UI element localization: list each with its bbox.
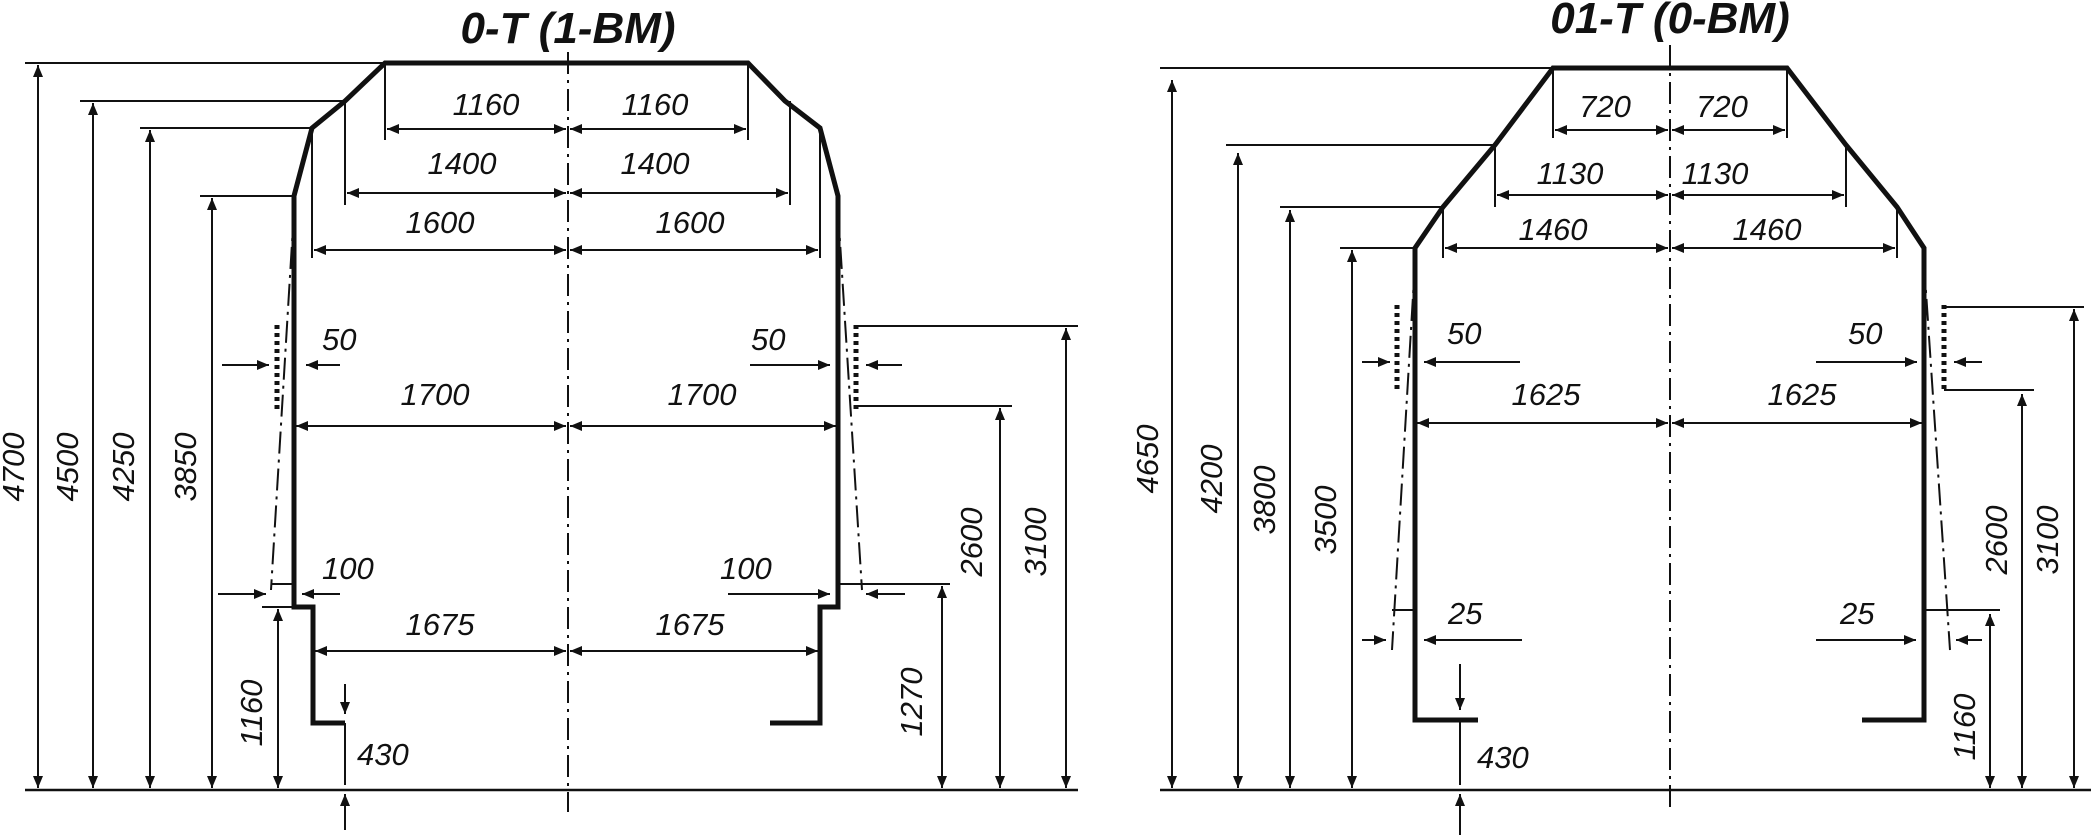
width-label: 1600: [656, 205, 725, 240]
depth-label: 430: [1477, 740, 1529, 775]
width-label: 1130: [1682, 156, 1749, 191]
diagram-title: 01-T (0-BM): [1550, 0, 1790, 43]
height-label: 3850: [168, 433, 203, 502]
envelope-line-left: [270, 209, 295, 591]
depth-dimension: 430: [340, 684, 409, 830]
gauge-outline: [1412, 65, 1927, 723]
width-label: 1400: [428, 146, 497, 181]
height-label: 4250: [106, 433, 141, 502]
offset-label: 25: [1447, 596, 1483, 631]
height-label: 2600: [954, 508, 989, 578]
offset-dimensions: 50 50 100 100: [218, 322, 905, 599]
height-label: 2600: [1979, 506, 2014, 576]
width-label: 1625: [1512, 377, 1582, 412]
width-label: 1160: [453, 87, 520, 122]
offset-label: 100: [720, 551, 772, 586]
offset-label: 50: [1447, 316, 1481, 351]
depth-dimension: 430: [1455, 664, 1529, 835]
width-label: 1130: [1537, 156, 1604, 191]
diagram-0-t: 0-T (1-BM) 1160 1160 1400: [0, 4, 1078, 830]
width-label: 1460: [1733, 212, 1802, 247]
offset-label: 25: [1839, 596, 1875, 631]
width-label: 1700: [401, 377, 470, 412]
height-label: 4200: [1194, 445, 1229, 514]
height-label: 3100: [2030, 506, 2065, 575]
diagram-title: 0-T (1-BM): [460, 4, 675, 53]
envelope-line-right: [837, 209, 863, 591]
width-label: 720: [1696, 89, 1748, 124]
width-dimensions: 1160 1160 1400 1400 1600 1600 1700 1700 …: [296, 87, 836, 656]
width-label: 1400: [621, 146, 690, 181]
envelope-line-right: [1923, 261, 1951, 651]
envelope-line-left: [1391, 261, 1416, 651]
width-label: 1675: [656, 607, 726, 642]
width-label: 1700: [668, 377, 737, 412]
height-label: 3800: [1247, 466, 1282, 535]
offset-label: 50: [1848, 316, 1882, 351]
height-label: 4700: [0, 433, 31, 502]
width-label: 720: [1579, 89, 1631, 124]
height-label: 1270: [894, 668, 929, 737]
width-label: 1160: [622, 87, 689, 122]
gauge-outline: [291, 60, 841, 726]
height-label: 3500: [1308, 486, 1343, 555]
height-dimensions-left: 4700 4500 4250 3850 1160: [0, 62, 385, 788]
offset-label: 50: [751, 322, 785, 357]
height-label: 4650: [1130, 425, 1165, 494]
offset-dimensions: 50 50 25 25: [1362, 316, 1982, 645]
diagram-01-t: 01-T (0-BM) 720 720 1130 1130 1460: [1130, 0, 2091, 835]
height-dimensions-right: 2600 1160 3100: [1944, 306, 2084, 788]
height-label: 1160: [234, 680, 269, 747]
width-dimensions: 720 720 1130 1130 1460 1460 1625 1625: [1417, 89, 1922, 428]
width-label: 1675: [406, 607, 476, 642]
height-label: 1160: [1947, 694, 1982, 761]
height-label: 4500: [50, 433, 85, 502]
width-label: 1460: [1519, 212, 1588, 247]
offset-label: 100: [322, 551, 374, 586]
height-label: 3100: [1018, 508, 1053, 577]
height-dimensions-left: 4650 4200 3800 3500: [1130, 67, 1553, 788]
offset-label: 50: [322, 322, 356, 357]
depth-label: 430: [357, 737, 409, 772]
height-dimensions-right: 1270 2600 3100: [856, 325, 1078, 788]
width-label: 1600: [406, 205, 475, 240]
width-label: 1625: [1768, 377, 1838, 412]
